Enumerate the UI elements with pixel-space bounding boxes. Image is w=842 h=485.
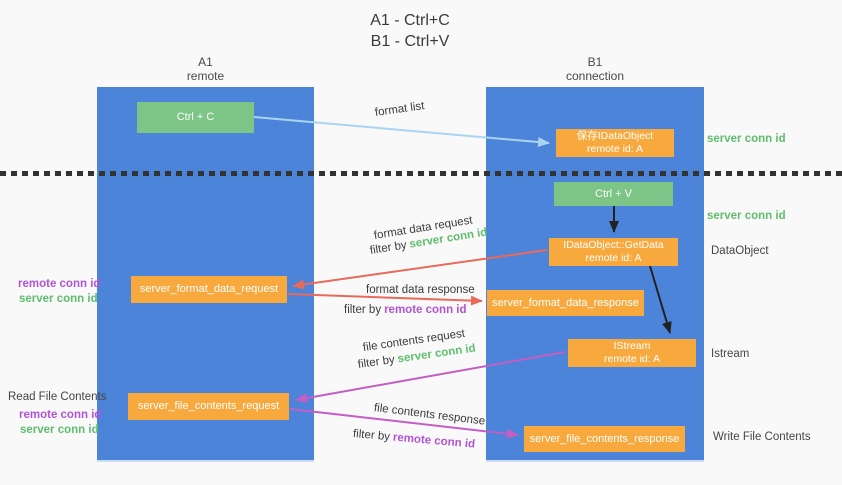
title-line-1: A1 - Ctrl+C [370,12,450,29]
column-a1-name: A1 [198,55,213,69]
format-data-response-label: format data response [366,284,475,296]
session-divider [0,171,842,176]
filter-by-text: filter by [352,428,391,444]
read-file-contents-label: Read File Contents [8,391,107,403]
server-format-data-response-box: server_format_data_response [487,290,644,316]
remote-conn-id-left-label-2: remote conn id [19,409,102,421]
server-file-contents-request-label: server_file_contents_request [137,400,280,412]
column-header-a1: A1 remote [97,55,314,83]
save-idataobject-box: 保存IDataObject remote id: A [556,129,674,157]
server-conn-id-side-label-mid: server conn id [707,210,786,222]
server-conn-id-side-label-top: server conn id [707,133,786,145]
write-file-contents-label: Write File Contents [713,431,811,443]
column-a1-subtitle: remote [186,69,225,83]
remote-conn-id-text: remote conn id [384,304,467,316]
ctrl-c-box: Ctrl + C [137,102,254,133]
save-idataobject-line2: remote id: A [586,143,644,155]
title-line-2: B1 - Ctrl+V [370,33,450,50]
ctrl-c-label: Ctrl + C [176,111,215,123]
filter-by-text: filter by [357,353,396,371]
save-idataobject-line1: 保存IDataObject [576,130,654,142]
istream-line1: IStream [613,340,651,352]
diagram-title: A1 - Ctrl+C B1 - Ctrl+V [300,10,520,52]
server-format-data-request-label: server_format_data_request [139,283,279,295]
idataobject-getdata-box: IDataObject::GetData remote id: A [549,238,678,266]
server-conn-id-left-label-2: server conn id [20,424,99,436]
server-file-contents-response-label: server_file_contents_response [529,432,680,445]
getdata-line2: remote id: A [585,252,642,264]
dataobject-side-label: DataObject [711,245,769,257]
ctrl-v-label: Ctrl + V [595,187,632,200]
filter-by-text: filter by [344,304,382,316]
server-format-data-response-label: server_format_data_response [492,296,639,309]
file-contents-response-label: file contents response [373,402,486,428]
server-file-contents-response-box: server_file_contents_response [524,426,685,452]
server-conn-id-left-label-1: server conn id [19,293,98,305]
column-header-b1: B1 connection [486,55,704,83]
getdata-line1: IDataObject::GetData [563,239,664,251]
server-file-contents-request-box: server_file_contents_request [128,393,289,420]
column-b1-name: B1 [587,55,603,69]
format-list-label: format list [374,100,426,119]
remote-conn-id-text: remote conn id [392,431,476,451]
ctrl-v-box: Ctrl + V [554,182,673,206]
istream-box: IStream remote id: A [568,339,696,367]
istream-side-label: Istream [711,348,750,360]
column-b1-subtitle: connection [565,69,625,83]
server-format-data-request-box: server_format_data_request [131,276,287,303]
remote-conn-id-left-label-1: remote conn id [18,278,101,290]
istream-line2: remote id: A [603,353,661,365]
